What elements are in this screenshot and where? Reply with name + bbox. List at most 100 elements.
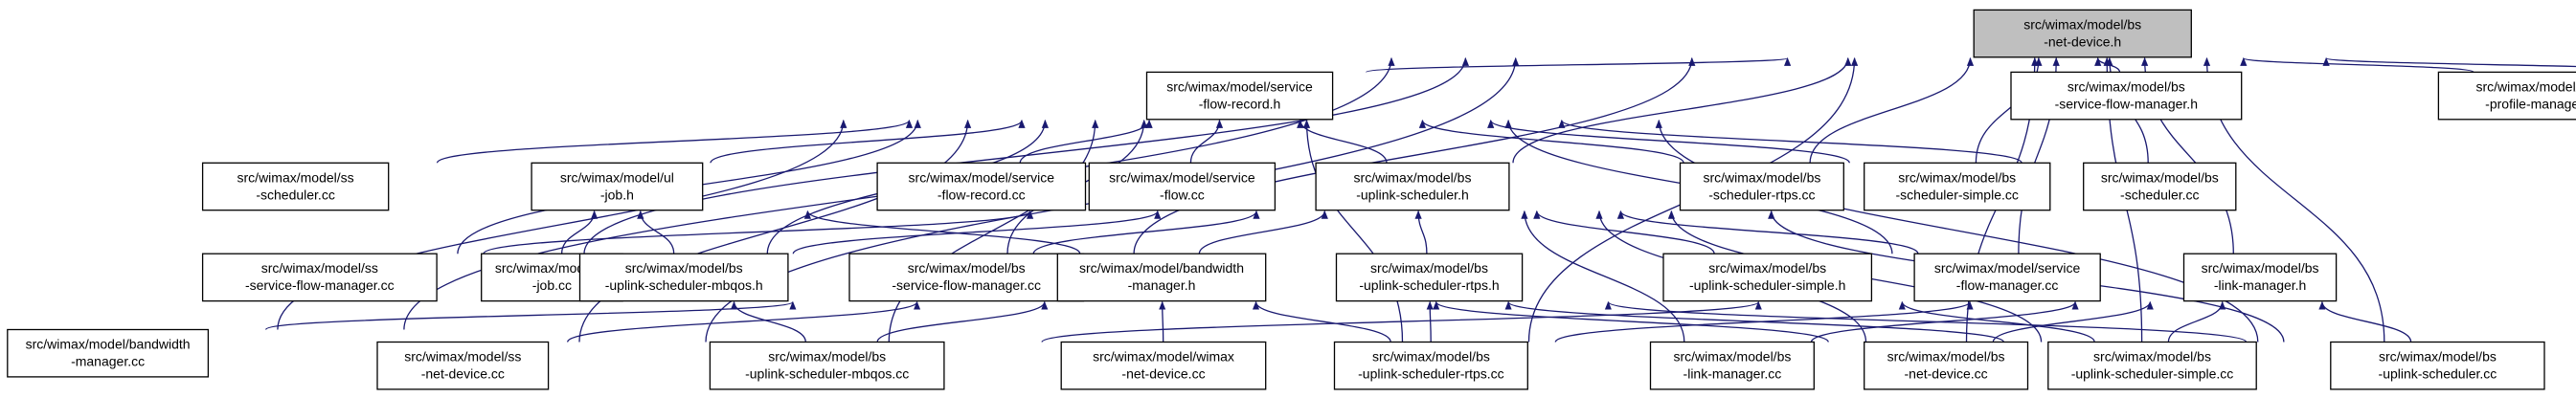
edge-bsulsched_h-to-bsnetdevice_h [1512,56,1852,164]
node-box [2047,341,2257,390]
node-burst_cc[interactable]: src/wimax/model/burst-profile-manager.cc [2437,71,2576,121]
node-bssfm_h[interactable]: src/wimax/model/bs -service-flow-manager.… [2010,71,2243,121]
edge-sfmgr_cc-to-bsulsched_h [1616,210,1919,254]
edge-connmgr_cc-to-bsnetdevice_h [2322,56,2576,68]
node-label-line: -net-device.h [2044,33,2121,49]
node-uljob_h[interactable]: src/wimax/model/ul -job.h [531,162,704,211]
node-bslinkmgr_cc[interactable]: src/wimax/model/bs-link-manager.cc [1649,341,1815,390]
node-label-line: src/wimax/model/bs [1370,260,1488,276]
node-box [1649,341,1815,390]
node-wimaxnetdevice_cc[interactable]: src/wimax/model/wimax-net-device.cc [1060,341,1267,390]
node-box [1145,71,1334,121]
edge-bsulsimple_h-to-bsulsched_h [1533,210,1715,254]
node-bsnetdevice_h[interactable]: src/wimax/model/bs-net-device.h [1973,9,2192,58]
edge-sfrecord_h-to-bsnetdevice_h [1365,56,1791,74]
edge-bssfm_h-to-bsnetdevice_h [2094,56,2121,73]
node-bslinkmgr_h[interactable]: src/wimax/model/bs-link-manager.h [2182,253,2338,302]
node-box [848,253,1085,302]
node-bsulrtps_cc[interactable]: src/wimax/model/bs-uplink-scheduler-rtps… [1333,341,1528,390]
edge-bsulrtps_cc-to-bslinkmgr_h [1554,300,1974,343]
node-box [1333,341,1528,390]
node-sfrecord_h[interactable]: src/wimax/model/service-flow-record.h [1145,71,1334,121]
node-box [1060,341,1267,390]
edge-bsscheduler_cc-to-sfrecord_h [1558,119,2022,164]
node-sfrecord_cc[interactable]: src/wimax/model/service -flow-record.cc [876,162,1087,211]
node-box [1088,162,1277,211]
node-bsulsched_h[interactable]: src/wimax/model/bs -uplink-scheduler.h [1315,162,1510,211]
node-sflow_cc[interactable]: src/wimax/model/service-flow.cc [1088,162,1277,211]
node-label-line: src/wimax/model/bs [908,260,1026,276]
edge-bsnetdevice_cc-to-bwmgr_h [1433,300,1829,343]
node-bsschedrtps_cc[interactable]: src/wimax/model/bs -scheduler-rtps.cc [1679,162,1844,211]
node-label-line: -uplink-scheduler.cc [2379,366,2497,382]
node-label-line: -flow-manager.cc [1956,277,2059,293]
node-label-line: -manager.cc [71,354,145,369]
node-label-line: src/wimax/model/bandwidth [1079,260,1244,276]
node-bsulmbqos_cc[interactable]: src/wimax/model/bs-uplink-scheduler-mbqo… [709,341,945,390]
node-bssfm_cc[interactable]: src/wimax/model/bs-service-flow-manager.… [848,253,1085,302]
node-sfmgr_cc[interactable]: src/wimax/model/service-flow-manager.cc [1913,253,2101,302]
node-label-line: src/wimax/model/wimax [1093,349,1234,365]
node-label-line: -flow-record.cc [938,187,1026,202]
node-label-line: src/wimax/model/ss [237,169,354,185]
node-bsulsimple_h[interactable]: src/wimax/model/bs-uplink-scheduler-simp… [1662,253,1873,302]
node-bwmgr_h[interactable]: src/wimax/model/bandwidth-manager.h [1056,253,1267,302]
node-ssscheduler_cc[interactable]: src/wimax/model/ss-scheduler.cc [201,162,390,211]
node-bsulsimple_cc[interactable]: src/wimax/model/bs-uplink-scheduler-simp… [2047,341,2257,390]
node-box [1679,162,1844,211]
node-label-line: src/wimax/model/bs [2023,16,2141,32]
node-label-line: src/wimax/model/bs [1708,260,1826,276]
node-label-line: -scheduler.cc [2120,187,2199,202]
edge-bwmgr_h-to-uljob_h [803,210,1081,254]
node-box [531,162,704,211]
node-label-line: src/wimax/model/ss [404,349,521,365]
node-box [201,253,438,302]
file-nodes: src/wimax/model/bs-net-device.hsrc/wimax… [7,9,2576,390]
node-label-line: -net-device.cc [1905,366,1988,382]
node-label-line: src/wimax/model/bs [1887,349,2005,365]
node-label-line: -manager.h [1128,277,1196,293]
edge-uljob_cc-to-uljob_h [560,210,599,254]
node-box [1315,162,1510,211]
node-label-line: src/wimax/model/bs [625,260,743,276]
node-bsnetdevice_cc[interactable]: src/wimax/model/bs-net-device.cc [1864,341,2029,390]
node-label-line: src/wimax/model/bs [1354,169,1472,185]
edge-sfrecord_cc-to-sfrecord_h [1019,119,1153,164]
node-box [876,162,1087,211]
edge-bsschedrtps_cc-to-bsnetdevice_h [1809,56,1975,164]
edge-bsulsched_cc-to-bwmgr_h [1605,300,2248,343]
edge-bsulrtps_h-to-bsulsched_h [1414,210,1428,254]
node-label-line: -profile-manager.cc [2485,96,2576,111]
edge-bslinkmgr_cc-to-bsulsched_h [1521,210,1685,343]
node-label-line: -job.h [600,187,634,202]
node-label-line: src/wimax/model/bs [1372,349,1490,365]
node-label-line: src/wimax/model/bs [2379,349,2497,365]
node-bwmgr_cc[interactable]: src/wimax/model/bandwidth-manager.cc [7,328,210,378]
edge-ssscheduler_cc-to-sfrecord_h [436,119,913,164]
node-bsulmbqos_h[interactable]: src/wimax/model/bs-uplink-scheduler-mbqo… [578,253,789,302]
edge-bsulmbqos_h-to-bsulsched_h [792,210,1162,254]
edge-wimaxnetdevice_cc-to-bwmgr_h [1159,300,1166,343]
node-label-line: src/wimax/model/bs [2101,169,2219,185]
node-bsulrtps_h[interactable]: src/wimax/model/bs-uplink-scheduler-rtps… [1335,253,1524,302]
node-box [201,162,390,211]
edge-bsulmbqos_h-to-uljob_h [637,210,675,254]
node-label-line: -uplink-scheduler-mbqos.h [605,277,763,293]
edge-bsulrtps_cc-to-bwmgr_h [1252,300,1391,343]
node-bsulsched_cc[interactable]: src/wimax/model/bs-uplink-scheduler.cc [2330,341,2545,390]
node-label-line: src/wimax/model/service [1166,78,1313,94]
edge-bsulmbqos_cc-to-bwmgr_h [876,300,1049,343]
node-label-line: -uplink-scheduler.h [1356,187,1469,202]
node-label-line: src/wimax/model/bs [2068,78,2185,94]
node-bsscheduler_cc[interactable]: src/wimax/model/bs -scheduler.cc [2083,162,2237,211]
node-label-line: -link-manager.h [2214,277,2307,293]
node-label-line: src/wimax/model/service [909,169,1055,185]
node-label-line: -service-flow-manager.h [2055,96,2198,111]
node-sssfm_cc[interactable]: src/wimax/model/ss-service-flow-manager.… [201,253,438,302]
node-bsschedsimple_cc[interactable]: src/wimax/model/bs-scheduler-simple.cc [1864,162,2051,211]
node-label-line: -scheduler-rtps.cc [1708,187,1815,202]
node-ssnetdevice_cc[interactable]: src/wimax/model/ss-net-device.cc [376,341,550,390]
node-label-line: src/wimax/model/bs [1703,169,1820,185]
node-label-line: src/wimax/model/ul [560,169,674,185]
